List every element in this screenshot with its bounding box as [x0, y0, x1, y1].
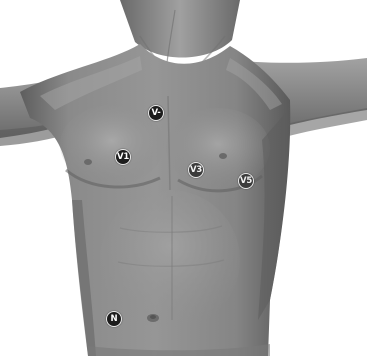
electrode-v3-marker: V3: [188, 162, 204, 178]
electrode-v-minus-marker: V-: [148, 105, 164, 121]
electrode-v1-marker: V1: [115, 149, 131, 165]
electrode-n-marker: N: [106, 311, 122, 327]
electrode-v5-marker: V5: [238, 173, 254, 189]
